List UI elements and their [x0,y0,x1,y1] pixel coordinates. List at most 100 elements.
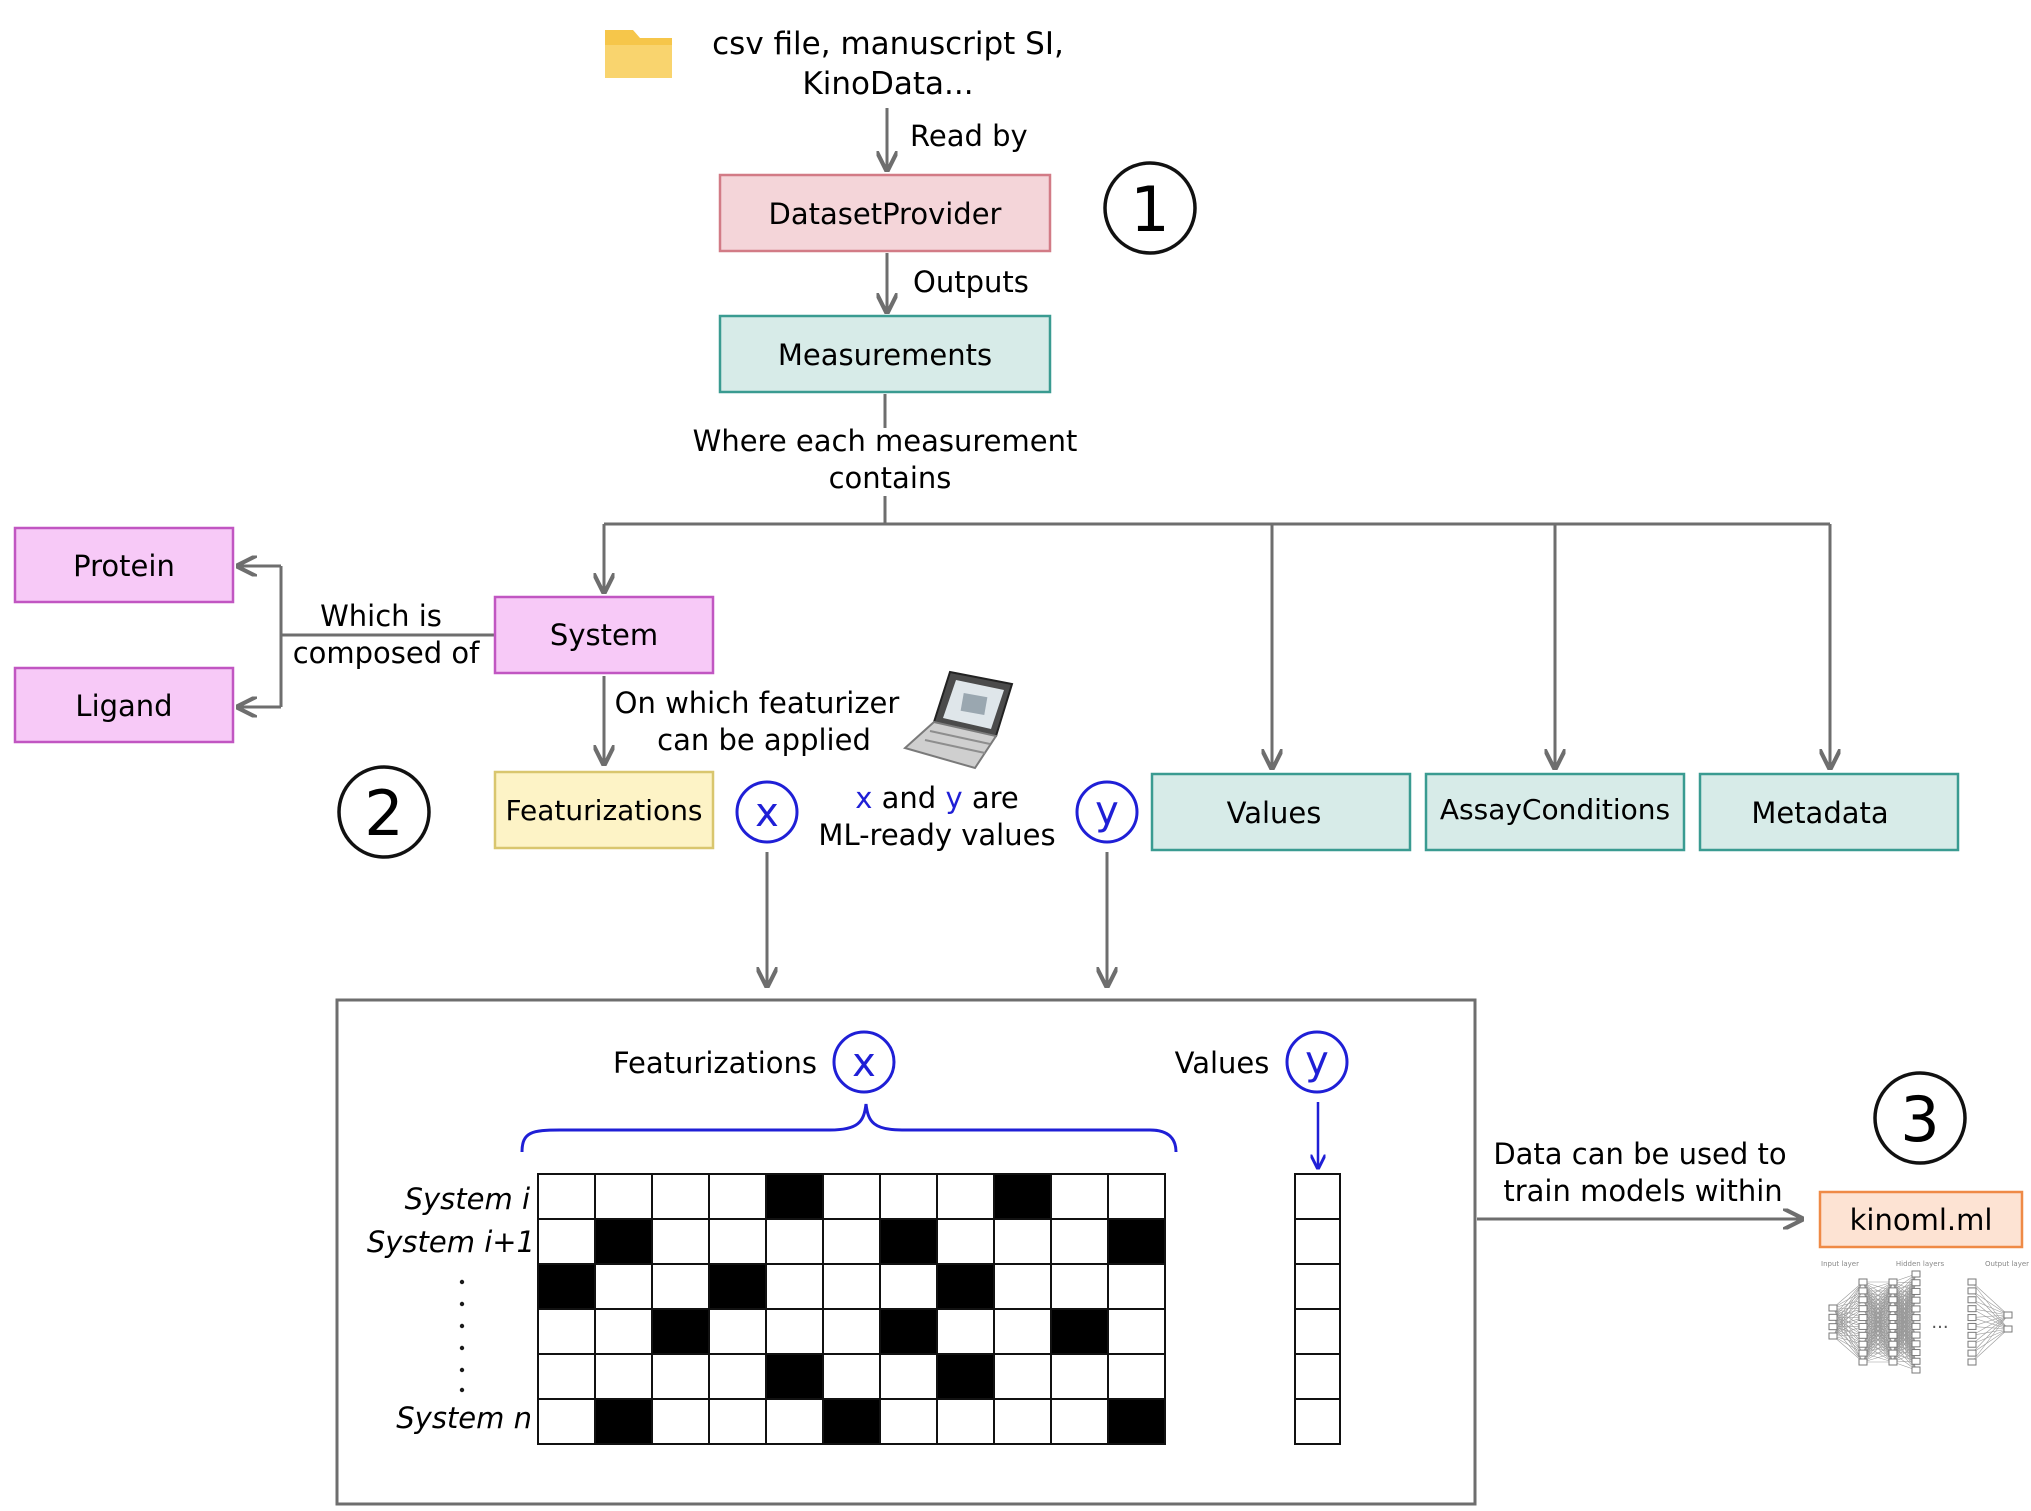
protein-node [13,526,235,604]
y-symbol-label: y [1095,788,1119,834]
nn-node [1828,1323,1838,1331]
x-symbol-circle [735,780,799,844]
nn-node [1858,1314,1868,1322]
matrix-cell [651,1398,710,1445]
nn-node [1967,1305,1977,1313]
assayconditions-node [1424,772,1686,852]
nn-node [1911,1366,1921,1374]
system-node [493,595,715,675]
measurements-node [718,314,1052,394]
nn-hidden-label: Hidden layers [1896,1260,1945,1268]
nn-node [1967,1340,1977,1348]
composed-label-line1: Which is [320,599,442,633]
matrix-cell [651,1353,710,1400]
ml-ready-are: are [963,781,1019,815]
matrix-cell [765,1353,824,1400]
step-3-number: 3 [1900,1083,1939,1156]
nn-node [1888,1314,1898,1322]
protein-label: Protein [73,549,175,583]
contains-label-line2: contains [829,461,952,495]
nn-node [1858,1287,1868,1295]
matrix-cell [594,1353,653,1400]
nn-node [1858,1358,1868,1366]
ligand-node [13,666,235,744]
nn-output-label: Output layer [1985,1260,2029,1268]
nn-node [1828,1332,1838,1340]
nn-node [1888,1278,1898,1286]
matrix-cell [1050,1263,1109,1310]
matrix-cell [879,1353,938,1400]
measurements-label: Measurements [778,338,992,372]
matrix-cell [537,1308,596,1355]
nn-node [1858,1340,1868,1348]
matrix-cell [708,1263,767,1310]
matrix-cell [651,1173,710,1220]
matrix-cell [1107,1353,1166,1400]
assayconditions-label: AssayConditions [1440,793,1670,826]
featurizations-brace [520,1103,1178,1153]
dataset-provider-node [718,173,1052,253]
values-node [1150,772,1412,852]
featurizer-label-line2: can be applied [657,723,871,757]
matrix-cell [765,1263,824,1310]
matrix-cell [879,1398,938,1445]
nn-node [1828,1304,1838,1312]
matrix-cell [822,1218,881,1265]
matrix-cell [537,1353,596,1400]
matrix-cell [594,1173,653,1220]
dataset-provider-label: DatasetProvider [769,197,1002,231]
matrix-cell [936,1353,995,1400]
matrix-cell [936,1218,995,1265]
row-label-system-n: System n [396,1401,532,1435]
nn-node [1911,1349,1921,1357]
neural-network-icon: Input layer Hidden layers Output layer .… [1821,1260,2029,1374]
nn-node [1967,1331,1977,1339]
matrix-cell [537,1398,596,1445]
matrix-cell [765,1218,824,1265]
values-cell [1294,1353,1341,1400]
matrix-cell [936,1263,995,1310]
matrix-cell [594,1398,653,1445]
nn-node [1911,1270,1921,1278]
laptop-icon [902,670,1014,770]
nn-node [1967,1358,1977,1366]
nn-node [1888,1340,1898,1348]
matrix-cell [1050,1173,1109,1220]
ml-ready-label-line1: x and y are [855,781,1018,815]
nn-node [1858,1349,1868,1357]
matrix-cell [537,1173,596,1220]
matrix-cell [708,1353,767,1400]
ml-ready-and: and [872,781,945,815]
matrix-cell [765,1398,824,1445]
nn-node [1911,1287,1921,1295]
matrix-y-circle [1285,1030,1349,1094]
featurizations-node [493,770,715,850]
matrix-cell [651,1308,710,1355]
source-text-line1: csv file, manuscript SI, [712,26,1064,62]
nn-input-label: Input layer [1821,1260,1859,1268]
matrix-y-label: y [1305,1038,1329,1084]
matrix-cell [594,1218,653,1265]
matrix-cell [822,1308,881,1355]
matrix-cell [822,1263,881,1310]
feature-matrix [537,1173,1166,1445]
values-cell [1294,1173,1341,1220]
row-ellipsis [459,1279,465,1393]
metadata-node [1698,772,1960,852]
featurizations-label: Featurizations [505,794,702,827]
folder-icon [605,30,672,78]
matrix-x-label: x [852,1040,876,1086]
nn-ellipsis: ... [1931,1312,1948,1333]
nn-node [1888,1358,1898,1366]
nn-node [2003,1325,2013,1333]
matrix-cell [594,1308,653,1355]
train-label-line1: Data can be used to [1493,1137,1786,1171]
nn-node [1911,1296,1921,1304]
step-2-marker [337,765,431,859]
matrix-cell [594,1263,653,1310]
nn-node [1888,1349,1898,1357]
matrix-cell [822,1353,881,1400]
read-by-label: Read by [910,119,1028,153]
matrix-cell [765,1173,824,1220]
matrix-cell [708,1218,767,1265]
